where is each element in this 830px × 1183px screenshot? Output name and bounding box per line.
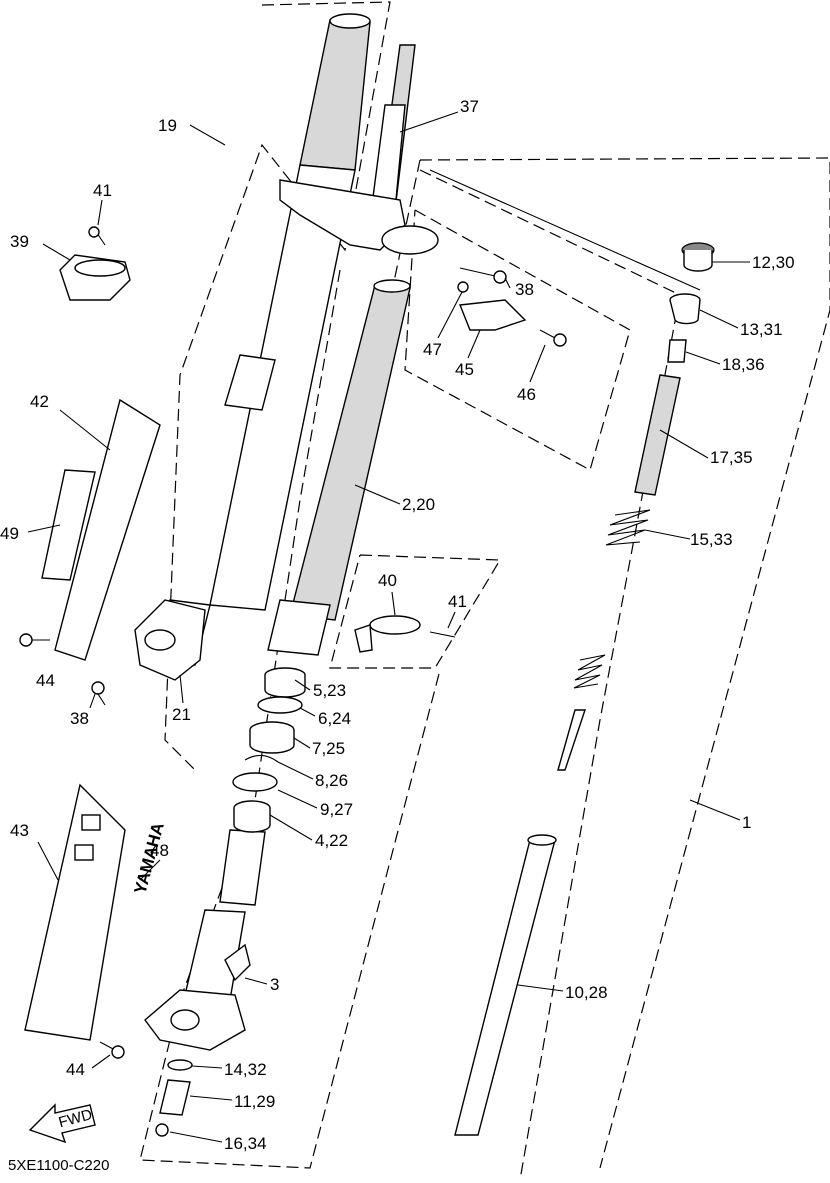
drain-16-34 [155,1123,169,1137]
callout-label: 21 [172,705,191,724]
triple-clamp [279,179,439,255]
callout-label: 37 [460,97,479,116]
callout-label: 2,20 [402,495,435,514]
callout-labels: 19 37 41 39 12,30 38 13,31 47 45 18,36 4… [0,97,795,1153]
nut-18-36 [667,339,687,363]
o-ring-14-32 [167,1059,193,1071]
callout-label: 19 [158,116,177,135]
callout-label: 42 [30,392,49,411]
callout-label: 10,28 [565,983,608,1002]
group-outline-axle-clamp [329,554,502,669]
callout-label: 48 [150,841,169,860]
spring-15-33 [573,509,651,689]
cap-bolt-12-30 [681,242,715,272]
washer-13-31 [669,293,701,325]
fork-guard-43 [24,783,126,1041]
group-outline-inner-cartridge [389,157,830,1169]
callout-label: 40 [378,571,397,590]
callout-label: 18,36 [722,355,765,374]
bolt-44-lower [99,1041,125,1059]
callout-label: 6,24 [318,709,351,728]
callout-label: 38 [70,709,89,728]
bolt-41-upper [88,226,106,246]
clamp-39 [59,254,131,301]
callout-label: 41 [93,181,112,200]
callout-label: 17,35 [710,448,753,467]
bolt-38-upper [459,267,507,284]
callout-label: 8,26 [315,771,348,790]
callout-label: 44 [36,671,55,690]
callout-label: 15,33 [690,530,733,549]
callout-label: 13,31 [740,320,783,339]
callout-label: 47 [423,340,442,359]
callout-label: 16,34 [224,1134,267,1153]
callout-label: 44 [66,1060,85,1079]
callout-label: 39 [10,232,29,251]
group-outline-lower-fork [139,269,441,1169]
seal-stack [232,667,306,833]
bolt-38-lower [91,681,106,706]
callout-label: 46 [517,385,536,404]
callout-label: 45 [455,360,474,379]
callout-label: 3 [270,975,279,994]
callout-label: 41 [448,592,467,611]
fork-lower-tube-2-20 [267,279,411,656]
fork-guard-42 [41,398,161,661]
callout-label: 5,23 [313,681,346,700]
plug-11-29 [159,1079,191,1116]
collar-47 [457,281,469,293]
callout-label: 12,30 [752,253,795,272]
clamp-40 [354,615,456,653]
group-outline-inner-frame [419,169,701,1181]
callout-label: 11,29 [234,1092,275,1111]
bolt-46 [539,329,567,347]
callout-label: 49 [0,524,19,543]
callout-leaders [27,111,750,1143]
callout-label: 7,25 [312,739,345,758]
callout-label: 43 [10,821,29,840]
outer-tube-19 [134,13,371,681]
cartridge-17-35 [634,374,681,496]
callout-label: 14,32 [224,1060,267,1079]
axle-bracket-3 [144,829,266,1051]
callout-label: 38 [515,280,534,299]
bolt-44-upper [19,633,50,647]
callout-label: 4,22 [315,831,348,850]
inner-tube-37 [371,44,416,211]
diagram-code: 5XE1100-C220 [8,1157,109,1174]
fwd-arrow-icon: FWD [28,1103,96,1144]
group-outline-upper-fork [164,1,391,771]
damper-rod-10-28 [454,709,586,1136]
callout-label: 9,27 [320,800,353,819]
group-outline-clamp-set [404,209,631,471]
callout-label: 1 [742,813,751,832]
bracket-45 [459,299,527,331]
